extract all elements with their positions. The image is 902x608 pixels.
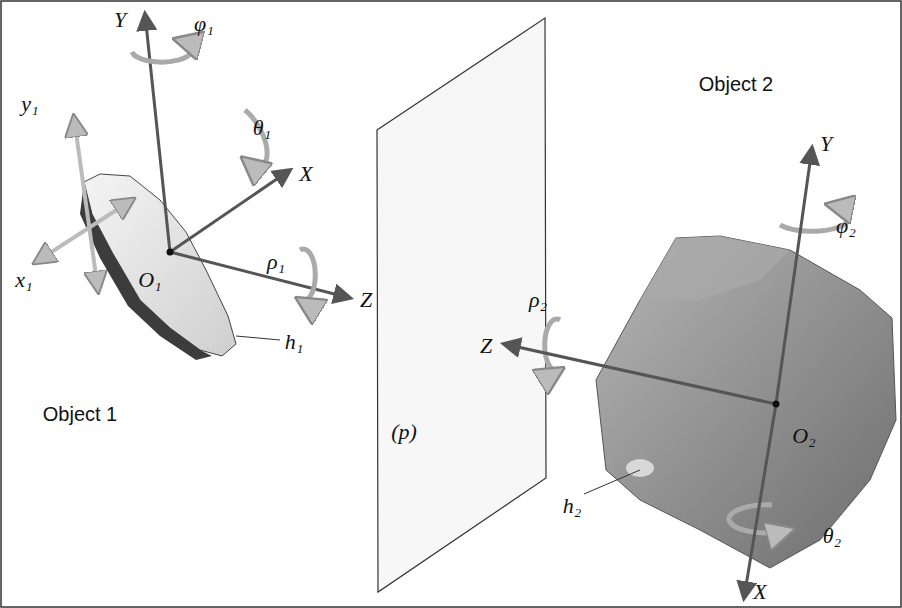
axis-label: X bbox=[753, 581, 766, 603]
angle-label: θ₁ bbox=[253, 117, 271, 139]
axis-label: Z bbox=[480, 335, 492, 357]
angle-label: ρ₁ bbox=[267, 251, 285, 273]
angle-label: φ₂ bbox=[836, 215, 856, 237]
origin-1 bbox=[167, 249, 174, 256]
axes-2 bbox=[504, 148, 812, 598]
axis-label: Z bbox=[360, 289, 372, 311]
object-label: Object 2 bbox=[699, 74, 773, 94]
plane bbox=[377, 18, 546, 592]
translation-arrows bbox=[36, 118, 132, 290]
origin-2 bbox=[773, 401, 780, 408]
axes-1 bbox=[145, 14, 350, 298]
axis-label: Y bbox=[114, 9, 126, 31]
object-2 bbox=[596, 236, 896, 568]
axis-label: y₁ bbox=[21, 93, 38, 115]
axis-label: Y bbox=[820, 133, 832, 155]
object-1 bbox=[80, 174, 236, 360]
plane-label: (p) bbox=[391, 421, 417, 443]
rotation-arrows bbox=[132, 40, 850, 533]
origin-label: O₂ bbox=[792, 425, 816, 447]
part-label: h₂ bbox=[563, 495, 582, 517]
angle-label: θ₂ bbox=[823, 525, 841, 547]
axis-label: x₁ bbox=[15, 269, 32, 291]
angle-label: φ₁ bbox=[194, 13, 214, 35]
axis-label: X bbox=[299, 163, 312, 185]
part-label: h₁ bbox=[285, 331, 304, 353]
object-label: Object 1 bbox=[43, 404, 117, 424]
leader-lines bbox=[236, 336, 640, 494]
angle-label: ρ₂ bbox=[529, 289, 547, 311]
origin-label: O₁ bbox=[138, 269, 162, 291]
